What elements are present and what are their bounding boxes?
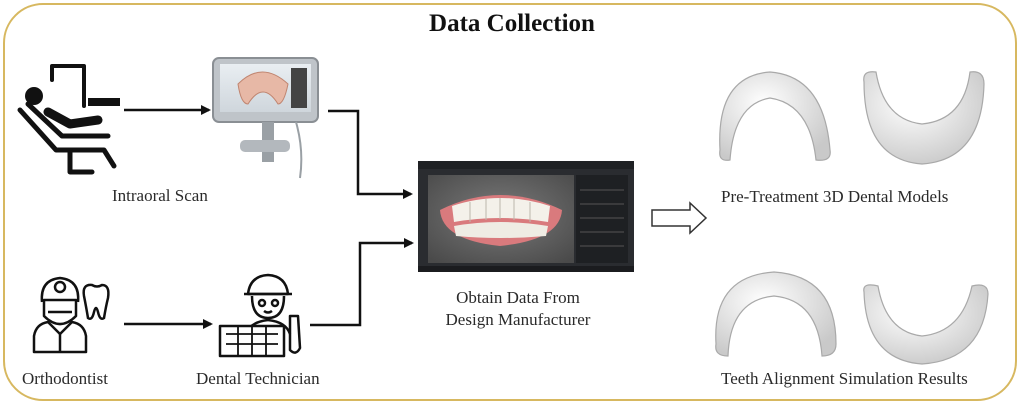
simulation-upper-model bbox=[715, 271, 837, 357]
pre-treatment-label: Pre-Treatment 3D Dental Models bbox=[721, 187, 949, 206]
orthodontist-label: Orthodontist bbox=[22, 369, 108, 388]
obtain-data-label: Obtain Data From Design Manufacturer bbox=[423, 287, 613, 331]
tooth-icon bbox=[82, 283, 110, 320]
arrow-technician-to-software bbox=[310, 238, 414, 327]
orthodontist-icon bbox=[32, 276, 88, 354]
intraoral-scan-label: Intraoral Scan bbox=[112, 186, 208, 205]
frame-border bbox=[3, 3, 1017, 401]
pre-treatment-lower-model bbox=[863, 71, 985, 165]
design-software-screenshot bbox=[418, 161, 634, 272]
diagram-title: Data Collection bbox=[429, 10, 595, 37]
simulation-results-label: Teeth Alignment Simulation Results bbox=[721, 369, 968, 388]
dental-technician-icon bbox=[218, 273, 302, 358]
dental-chair-icon bbox=[17, 64, 120, 175]
dental-technician-label: Dental Technician bbox=[196, 369, 320, 388]
intraoral-scanner-icon bbox=[212, 57, 319, 179]
simulation-lower-model bbox=[863, 284, 989, 365]
arrow-software-to-models bbox=[651, 201, 708, 235]
obtain-data-line1: Obtain Data From bbox=[456, 288, 580, 307]
pre-treatment-upper-model bbox=[719, 71, 831, 161]
arrow-scanner-to-software bbox=[328, 109, 413, 199]
obtain-data-line2: Design Manufacturer bbox=[445, 310, 591, 329]
